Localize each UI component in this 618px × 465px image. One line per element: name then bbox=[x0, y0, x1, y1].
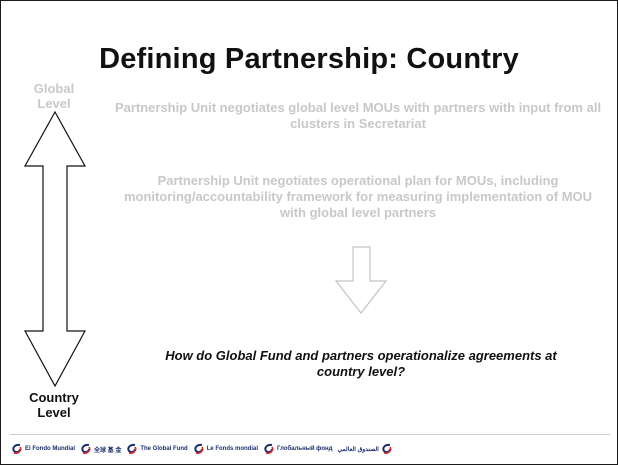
slide-title: Defining Partnership: Country bbox=[99, 43, 519, 75]
logo-spanish: El Fondo Mundial bbox=[11, 443, 75, 455]
global-fund-logo-icon bbox=[127, 443, 137, 454]
footer-logo-strip: El Fondo Mundial 全球 基 金 The Global Fund … bbox=[11, 441, 396, 457]
logo-chinese: 全球 基 金 bbox=[80, 443, 121, 455]
logo-french: Le Fonds mondial bbox=[193, 443, 258, 455]
down-arrow-icon bbox=[334, 246, 388, 314]
logo-english: The Global Fund bbox=[126, 443, 188, 455]
logo-label: 全球 基 金 bbox=[94, 447, 122, 454]
global-fund-logo-icon bbox=[382, 443, 392, 454]
logo-russian: Глобальный фонд bbox=[263, 443, 332, 455]
logo-label: الصندوق العالمي bbox=[337, 446, 379, 453]
footer-divider bbox=[10, 434, 610, 435]
global-fund-logo-icon bbox=[194, 443, 204, 454]
logo-label: The Global Fund bbox=[140, 446, 188, 452]
logo-label: El Fondo Mundial bbox=[25, 446, 75, 452]
logo-arabic: الصندوق العالمي bbox=[337, 443, 392, 455]
logo-label: Le Fonds mondial bbox=[206, 446, 259, 452]
global-fund-logo-icon bbox=[81, 443, 91, 454]
country-level-question: How do Global Fund and partners operatio… bbox=[165, 348, 557, 379]
operational-plan-paragraph: Partnership Unit negotiates operational … bbox=[123, 173, 593, 220]
global-fund-logo-icon bbox=[264, 443, 274, 454]
global-level-label: Global Level bbox=[33, 81, 75, 111]
logo-label: Глобальный фонд bbox=[277, 446, 333, 452]
global-mou-paragraph: Partnership Unit negotiates global level… bbox=[114, 100, 602, 131]
double-headed-arrow-icon bbox=[23, 110, 87, 388]
country-level-label: Country Level bbox=[29, 390, 79, 420]
global-fund-logo-icon bbox=[12, 443, 22, 454]
